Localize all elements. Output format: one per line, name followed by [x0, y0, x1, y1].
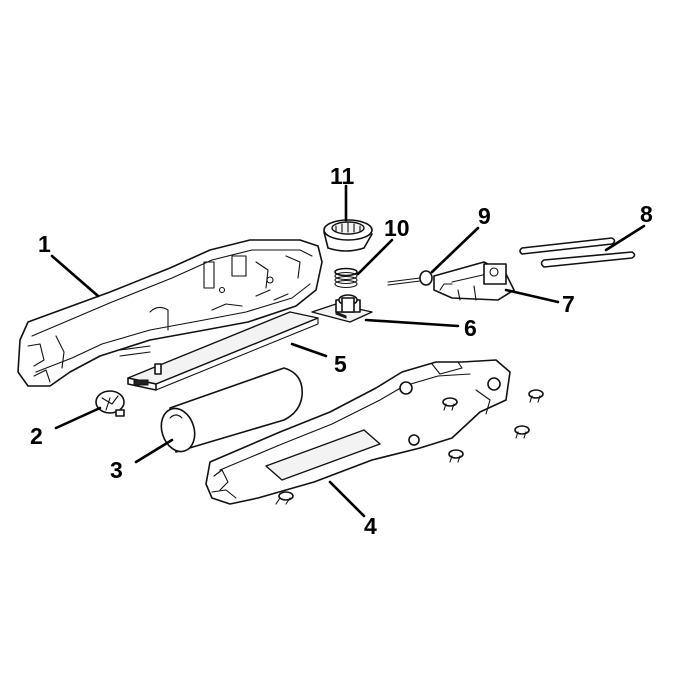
- leader-line-3: [134, 438, 174, 464]
- leader-line-10: [356, 238, 394, 276]
- part-7-blade-bracket: [433, 261, 515, 301]
- leader-line-4: [328, 480, 366, 518]
- callout-10: 10: [384, 215, 410, 241]
- leader-line-9: [430, 226, 480, 274]
- callout-1: 1: [38, 231, 51, 257]
- screw: [528, 389, 544, 403]
- callout-3: 3: [110, 457, 123, 483]
- part-5-circuit-board: [127, 311, 319, 391]
- leader-line-2: [54, 406, 102, 430]
- screw: [275, 491, 294, 505]
- screw: [514, 425, 530, 439]
- leader-lines: [50, 184, 646, 518]
- callout-6: 6: [464, 315, 477, 341]
- callout-5: 5: [334, 351, 347, 377]
- callout-9: 9: [478, 203, 491, 229]
- leader-line-5: [290, 342, 328, 358]
- leader-line-6: [364, 318, 460, 328]
- callout-4: 4: [364, 513, 377, 539]
- callout-numbers: 1 2 3 4 5 6 7 8 9 10 11: [30, 163, 653, 539]
- part-2-switch-disc: [95, 390, 125, 417]
- callout-11: 11: [330, 163, 355, 189]
- part-4-lower-housing: [205, 359, 511, 505]
- part-8-rods: [519, 237, 636, 268]
- part-9-pin: [387, 270, 433, 286]
- part-10-spring: [334, 267, 358, 289]
- callout-8: 8: [640, 201, 653, 227]
- screw: [442, 397, 458, 411]
- leader-line-8: [604, 224, 646, 252]
- screws: [275, 389, 544, 505]
- part-6-motor-plate: [311, 294, 373, 323]
- part-1-upper-housing: [17, 239, 323, 387]
- leader-line-7: [504, 288, 560, 304]
- callout-7: 7: [562, 291, 575, 317]
- part-11-cap: [323, 219, 373, 252]
- part-3-battery-cylinder: [160, 367, 303, 453]
- screw: [448, 449, 464, 463]
- callout-2: 2: [30, 423, 43, 449]
- leader-line-1: [50, 254, 100, 298]
